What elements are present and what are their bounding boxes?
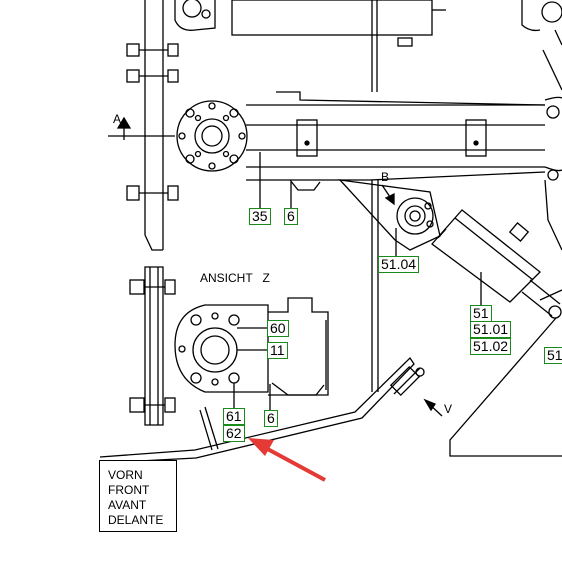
- section-arrow-b: [381, 184, 395, 206]
- right-frame-top: [371, 0, 562, 92]
- section-arrow-a: [116, 116, 132, 129]
- center-frame: [371, 180, 379, 392]
- rail-bolts-top: [126, 43, 179, 201]
- right-frame-lower: [449, 179, 562, 457]
- part-label-11: 11: [267, 342, 288, 359]
- legend-line-delante: DELANTE: [108, 513, 164, 527]
- view-z-hub: [174, 304, 269, 393]
- top-housing: [231, 0, 446, 47]
- guard-plate: [99, 356, 415, 464]
- legend-line-front: FRONT: [108, 483, 150, 497]
- view-z-caption: ANSICHT Z: [200, 271, 270, 285]
- part-label-51: 51: [470, 305, 492, 322]
- left-frame-rail-top: [144, 0, 164, 251]
- part-label-51-right: 51: [544, 347, 562, 364]
- left-frame-rail-bottom: [129, 266, 176, 426]
- upper-arm: [246, 91, 562, 181]
- part-label-6-bottom: 6: [264, 410, 278, 427]
- top-hub: [174, 0, 216, 31]
- part-label-35: 35: [249, 208, 271, 225]
- part-label-51-01: 51.01: [470, 321, 512, 338]
- view-letter-v: V: [444, 402, 453, 416]
- direction-arrow-v: [423, 398, 443, 417]
- hydraulic-cylinder: [431, 209, 562, 319]
- direction-legend: VORN FRONT AVANT DELANTE: [99, 460, 177, 532]
- part-label-61: 61: [223, 408, 245, 425]
- main-flange: [176, 100, 248, 172]
- under-bracket: [289, 179, 321, 191]
- link-arm: [338, 179, 441, 251]
- part-label-6-top: 6: [284, 208, 298, 225]
- plate-bolt: [389, 365, 425, 397]
- legend-line-vorn: VORN: [108, 468, 143, 482]
- view-letter-a: A: [113, 112, 122, 126]
- part-label-60: 60: [267, 320, 289, 337]
- highlight-arrow: [248, 438, 326, 482]
- view-letter-b: B: [381, 170, 390, 184]
- legend-line-avant: AVANT: [108, 498, 147, 512]
- leader-lines: [233, 152, 482, 410]
- view-z-arm: [268, 297, 329, 396]
- part-label-62: 62: [223, 425, 245, 442]
- part-label-51-04: 51.04: [378, 256, 420, 273]
- part-label-51-02: 51.02: [470, 338, 512, 355]
